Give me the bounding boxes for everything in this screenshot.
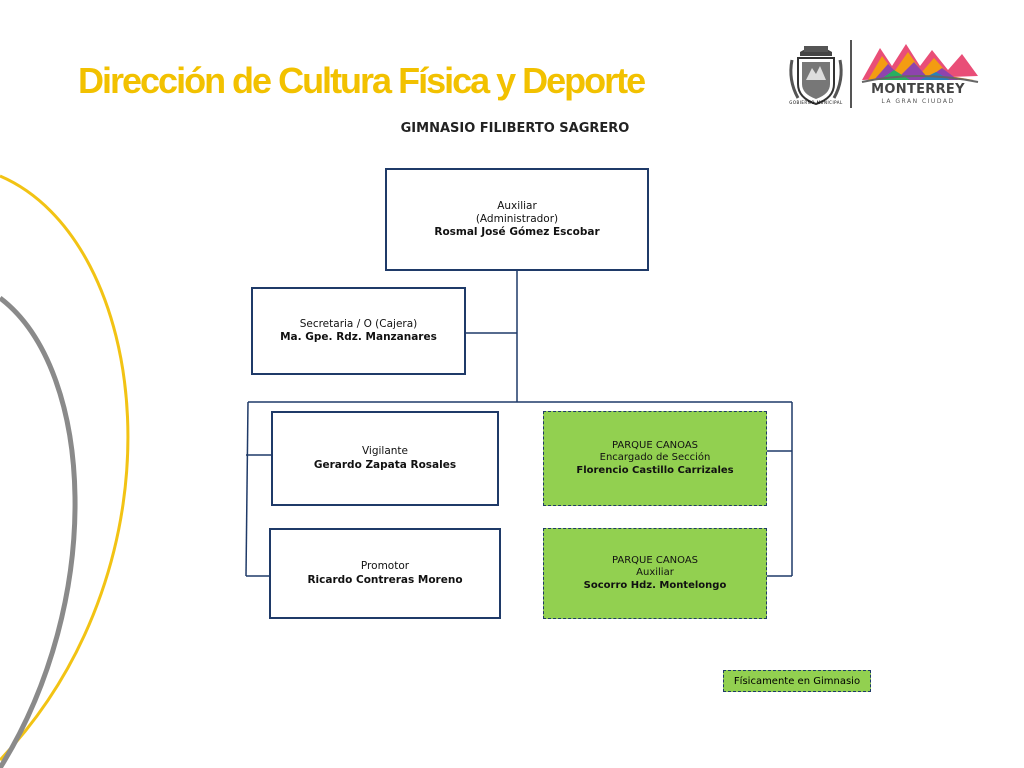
- legend-fisicamente-en-gimnasio: Físicamente en Gimnasio: [723, 670, 871, 692]
- administrador-role-detail: (Administrador): [475, 212, 559, 225]
- promotor-name: Ricardo Contreras Moreno: [307, 573, 463, 586]
- page-title: Dirección de Cultura Física y Deporte: [78, 60, 646, 101]
- org-box-parque-auxiliar: PARQUE CANOAS Auxiliar Socorro Hdz. Mont…: [543, 528, 767, 619]
- municipal-caption: GOBIERNO MUNICIPAL: [789, 100, 843, 105]
- org-box-secretaria: Secretaria / O (Cajera) Ma. Gpe. Rdz. Ma…: [251, 287, 466, 375]
- administrador-role: Auxiliar: [497, 199, 537, 212]
- administrador-name: Rosmal José Gómez Escobar: [434, 226, 600, 239]
- org-box-promotor: Promotor Ricardo Contreras Moreno: [269, 528, 501, 619]
- gray-arc: [0, 296, 78, 768]
- municipal-seal-logo: [789, 46, 843, 106]
- org-chart-subtitle: GIMNASIO FILIBERTO SAGRERO: [400, 121, 630, 136]
- parque-auxiliar-location: PARQUE CANOAS: [611, 554, 699, 566]
- vigilante-name: Gerardo Zapata Rosales: [313, 458, 457, 471]
- org-box-vigilante: Vigilante Gerardo Zapata Rosales: [271, 411, 499, 506]
- secretaria-role: Secretaria / O (Cajera): [299, 317, 418, 330]
- monterrey-logo-mark: [861, 44, 979, 83]
- logo-divider: [850, 40, 852, 108]
- parque-encargado-name: Florencio Castillo Carrizales: [576, 464, 734, 476]
- legend-label: Físicamente en Gimnasio: [733, 675, 861, 687]
- parque-encargado-role: Encargado de Sección: [599, 452, 711, 464]
- org-box-administrador: Auxiliar (Administrador) Rosmal José Góm…: [385, 168, 649, 271]
- org-box-parque-encargado: PARQUE CANOAS Encargado de Sección Flore…: [543, 411, 767, 506]
- parque-auxiliar-name: Socorro Hdz. Montelongo: [583, 579, 727, 591]
- promotor-role: Promotor: [360, 560, 410, 573]
- parque-auxiliar-role: Auxiliar: [636, 567, 674, 579]
- parque-encargado-location: PARQUE CANOAS: [611, 439, 699, 451]
- secretaria-name: Ma. Gpe. Rdz. Manzanares: [280, 331, 437, 343]
- monterrey-logo-text: MONTERREY: [871, 82, 965, 97]
- yellow-arc: [0, 174, 130, 762]
- monterrey-logo-tagline: LA GRAN CIUDAD: [881, 98, 955, 105]
- vigilante-role: Vigilante: [361, 445, 409, 458]
